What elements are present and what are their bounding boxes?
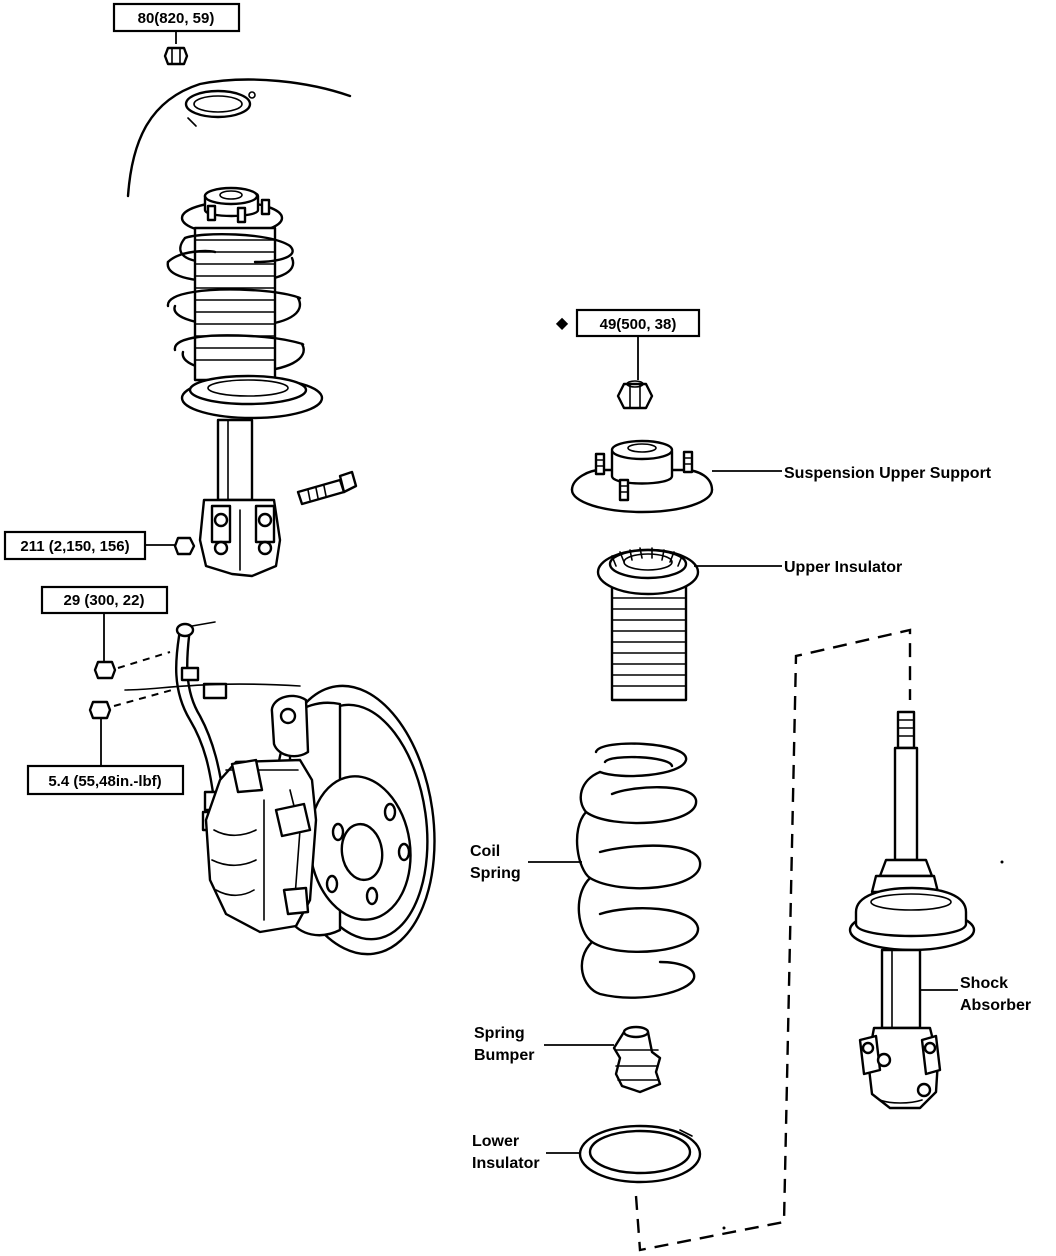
suspension-upper-support [570,439,714,514]
lower-insulator [578,1124,702,1184]
support-nut-torque-callout: ◆ 49(500, 38) [556,308,701,380]
coil-spring-leader: Coil Spring [470,843,582,882]
coil-spring [575,742,702,999]
spring-bumper-label-line2: Bumper [474,1047,534,1064]
assembled-strut [166,186,324,578]
knuckle-bolt-icon [296,470,358,506]
upper-nut-torque-label: 80(820, 59) [138,10,215,27]
assembly-dashed-line [634,628,912,1252]
upper-insulator [596,547,700,702]
body-panel [126,78,352,198]
shock-absorber-leader: Shock Absorber [920,975,1031,1014]
brake-caliper [204,758,318,934]
spring-bumper-leader: Spring Bumper [474,1025,614,1064]
upper-nut-icon [163,46,189,66]
upper-insulator-leader: Upper Insulator [694,559,902,576]
knuckle-bolt-torque-callout: 211 (2,150, 156) [3,530,196,561]
shock-absorber-label-line1: Shock [960,975,1008,992]
lower-insulator-label-line2: Insulator [472,1155,540,1172]
coil-spring-label-line2: Spring [470,865,521,882]
upper-support-label: Suspension Upper Support [784,465,992,482]
spring-bumper-label-line1: Spring [474,1025,525,1042]
lower-insulator-leader: Lower Insulator [472,1133,580,1172]
hose-bolt-torque-label: 29 (300, 22) [64,592,145,609]
upper-insulator-label: Upper Insulator [784,559,902,576]
bracket-bolt-torque-callout: 5.4 (55,48in.-lbf) [26,689,185,796]
support-nut-torque-label: 49(500, 38) [600,316,677,333]
non-reusable-icon: ◆ [556,315,569,332]
bracket-bolt-torque-label: 5.4 (55,48in.-lbf) [48,773,161,790]
coil-spring-label-line1: Coil [470,843,500,860]
upper-support-leader: Suspension Upper Support [712,465,992,482]
hose-bolt-torque-callout: 29 (300, 22) [40,585,171,680]
spring-bumper [612,1025,662,1094]
shock-absorber [848,710,976,1110]
support-nut-icon [616,380,654,410]
lower-insulator-label-line1: Lower [472,1133,519,1150]
shock-absorber-label-line2: Absorber [960,997,1031,1014]
upper-nut-torque-callout: 80(820, 59) [112,2,241,44]
knuckle-bolt-torque-label: 211 (2,150, 156) [20,538,129,555]
